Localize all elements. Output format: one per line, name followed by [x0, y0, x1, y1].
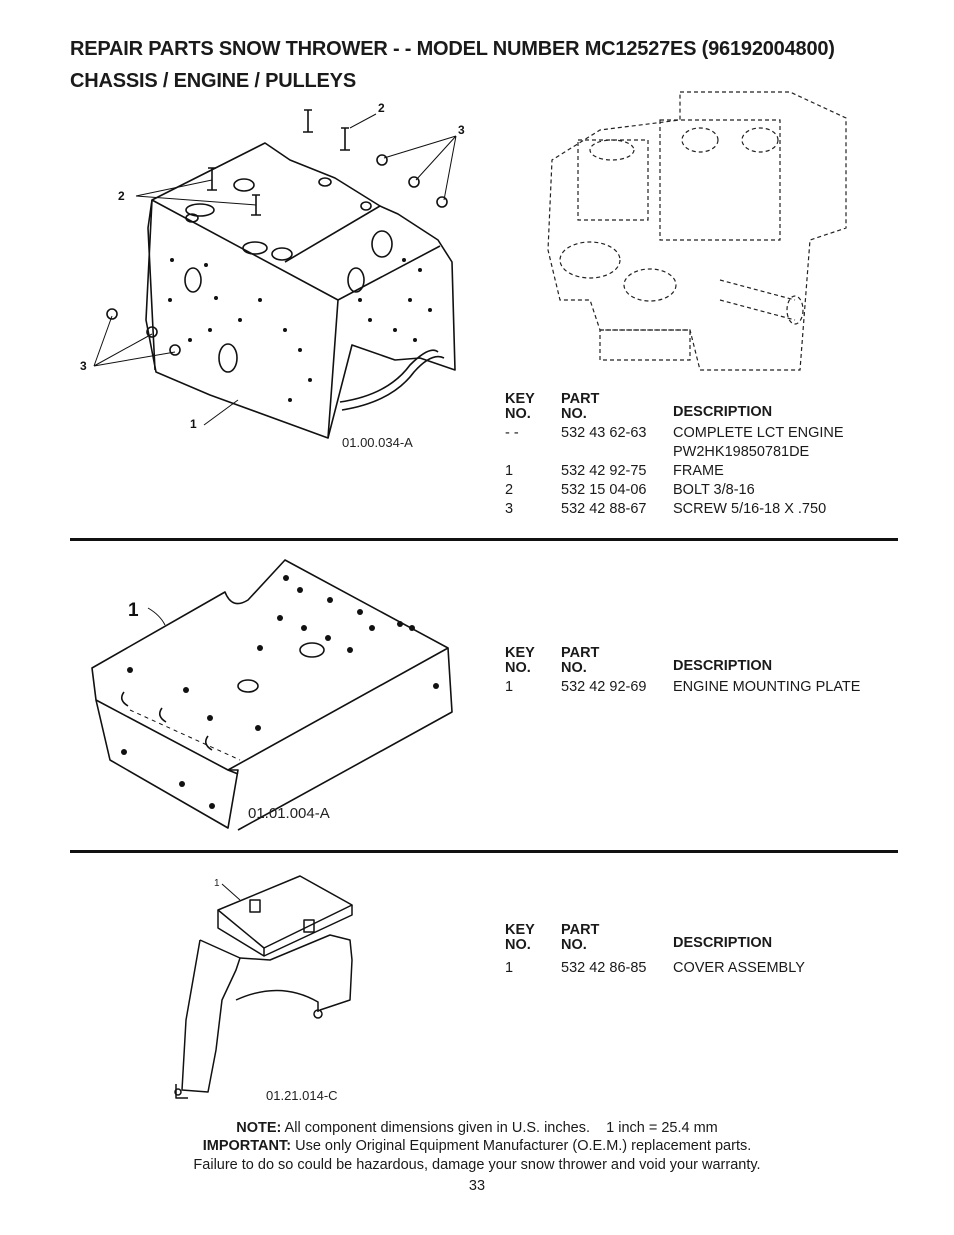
header-key-no: NO.	[505, 660, 531, 676]
part-no: 532 42 92-75	[561, 463, 647, 479]
description: FRAME	[673, 463, 724, 479]
header-key: KEY	[505, 922, 535, 938]
table-row: - - 532 43 62-63 COMPLETE LCT ENGINE	[505, 424, 903, 443]
part-no: 532 42 92-69	[561, 679, 647, 695]
header-key: KEY	[505, 391, 535, 407]
important-text: Use only Original Equipment Manufacturer…	[291, 1138, 752, 1154]
section-divider	[70, 538, 898, 541]
footer-note: NOTE: All component dimensions given in …	[0, 1120, 954, 1136]
key-no	[505, 443, 561, 462]
table-row: 3 532 42 88-67 SCREW 5/16-18 X .750	[505, 500, 903, 519]
table-row: PW2HK19850781DE	[505, 443, 903, 462]
callout-2: 2	[378, 101, 385, 115]
table-row: 1 532 42 92-69 ENGINE MOUNTING PLATE	[505, 678, 903, 697]
key-no: 2	[505, 482, 514, 498]
key-no: 3	[505, 501, 514, 517]
drawing-reference: 01.00.034-A	[342, 435, 413, 450]
key-no: 1	[505, 679, 514, 695]
note-text: All component dimensions given in U.S. i…	[281, 1120, 718, 1136]
key-no: 1	[505, 960, 514, 976]
callout-1: 1	[190, 417, 197, 431]
header-part: PART	[561, 645, 600, 661]
callout-1: 1	[128, 600, 139, 621]
engine-outline-drawing	[547, 91, 847, 371]
drawing-reference: 01.21.014-C	[266, 1088, 338, 1103]
header-description: DESCRIPTION	[673, 658, 773, 674]
footer-warning: Failure to do so could be hazardous, dam…	[193, 1157, 761, 1173]
table-row: 1 532 42 86-85 COVER ASSEMBLY	[505, 959, 903, 978]
table-row: 1 532 42 92-75 FRAME	[505, 462, 903, 481]
header-part-no: NO.	[561, 660, 587, 676]
header-key: KEY	[505, 645, 535, 661]
drawing-reference: 01.01.004-A	[248, 805, 330, 822]
header-part: PART	[561, 922, 600, 938]
chassis-frame-drawing: 2 3 2 3 1 01.00.034-A	[80, 101, 465, 450]
page-title: REPAIR PARTS SNOW THROWER - - MODEL NUMB…	[70, 38, 835, 60]
callout-3: 3	[458, 123, 465, 137]
header-part-no: NO.	[561, 937, 587, 953]
header-part-no: NO.	[561, 406, 587, 422]
part-no: 532 42 88-67	[561, 501, 647, 517]
description: COMPLETE LCT ENGINE	[673, 425, 844, 441]
part-no: 532 42 86-85	[561, 960, 647, 976]
cover-assembly-drawing: 1 01.21.014-C	[174, 875, 353, 1103]
key-no: - -	[505, 425, 519, 441]
part-no	[561, 443, 673, 462]
table-row: 2 532 15 04-06 BOLT 3/8-16	[505, 481, 903, 500]
description: SCREW 5/16-18 X .750	[673, 501, 827, 517]
section-divider	[70, 850, 898, 853]
header-part: PART	[561, 391, 600, 407]
page-number: 33	[468, 1178, 486, 1194]
part-no: 532 43 62-63	[561, 425, 647, 441]
part-no: 532 15 04-06	[561, 482, 647, 498]
important-label: IMPORTANT:	[202, 1138, 292, 1154]
header-description: DESCRIPTION	[673, 404, 773, 420]
header-key-no: NO.	[505, 406, 531, 422]
header-key-no: NO.	[505, 937, 531, 953]
key-no: 1	[505, 463, 514, 479]
engine-mounting-plate-drawing: 1 01.01.004-A	[91, 559, 453, 831]
description: COVER ASSEMBLY	[673, 960, 805, 976]
page-subtitle: CHASSIS / ENGINE / PULLEYS	[70, 70, 356, 92]
footer-important: IMPORTANT: Use only Original Equipment M…	[0, 1138, 954, 1154]
note-label: NOTE:	[236, 1120, 282, 1136]
callout-1: 1	[214, 878, 220, 889]
callout-2: 2	[118, 189, 125, 203]
callout-3: 3	[80, 359, 87, 373]
description: PW2HK19850781DE	[673, 444, 810, 460]
description: ENGINE MOUNTING PLATE	[673, 679, 861, 695]
description: BOLT 3/8-16	[673, 482, 755, 498]
header-description: DESCRIPTION	[673, 935, 773, 951]
